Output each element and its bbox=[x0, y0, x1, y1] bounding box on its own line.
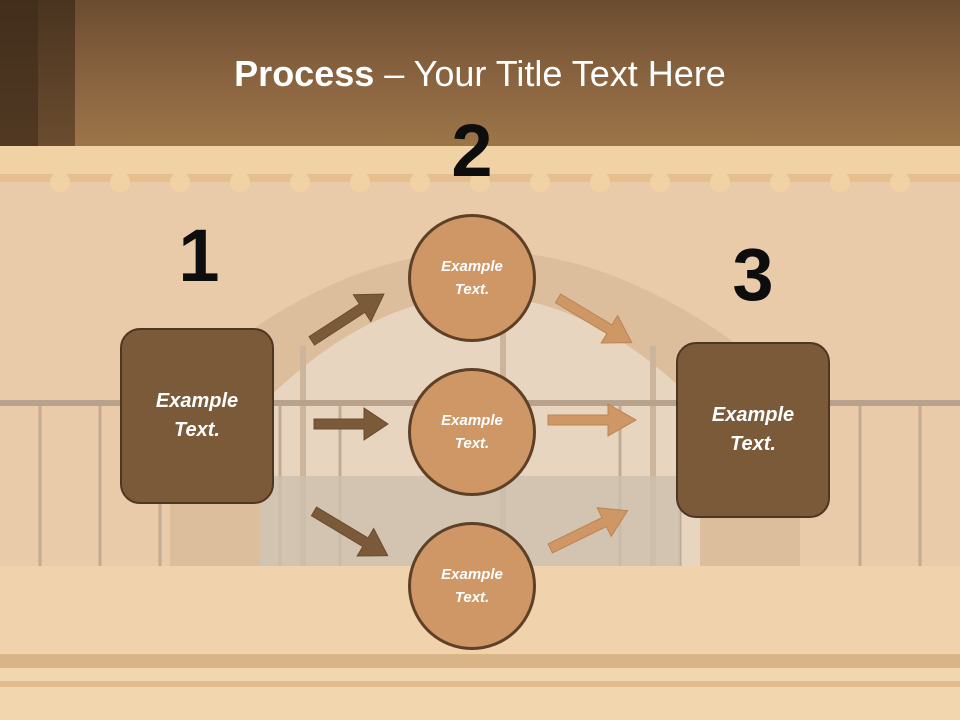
process-circle-middle-label: Example Text. bbox=[441, 412, 503, 452]
process-circle-bottom-label: Example Text. bbox=[441, 566, 503, 606]
step-number-1: 1 bbox=[178, 214, 220, 297]
process-box-right-label: Example Text. bbox=[711, 404, 795, 455]
step-number-3: 3 bbox=[732, 233, 774, 316]
arrow-left-down bbox=[310, 506, 389, 557]
process-circle-middle: Example Text. bbox=[408, 368, 536, 496]
process-circle-top-label: Example Text. bbox=[441, 258, 503, 298]
header-band bbox=[0, 0, 960, 146]
arrow-right-middle bbox=[547, 403, 638, 437]
title-rest: – Your Title Text Here bbox=[374, 53, 726, 94]
process-box-left: Example Text. bbox=[120, 328, 274, 504]
process-circle-top: Example Text. bbox=[408, 214, 536, 342]
slide-title: Process – Your Title Text Here bbox=[0, 52, 960, 96]
arrow-left-up bbox=[308, 293, 385, 346]
process-circle-bottom: Example Text. bbox=[408, 522, 536, 650]
arrow-left-middle bbox=[313, 407, 389, 441]
title-bold: Process bbox=[234, 53, 375, 94]
process-box-right: Example Text. bbox=[676, 342, 830, 518]
arrow-right-up bbox=[547, 507, 629, 554]
arrow-right-down bbox=[554, 293, 633, 344]
process-box-left-label: Example Text. bbox=[155, 390, 239, 441]
step-number-2: 2 bbox=[451, 109, 493, 192]
header-corner-dark bbox=[0, 0, 38, 146]
